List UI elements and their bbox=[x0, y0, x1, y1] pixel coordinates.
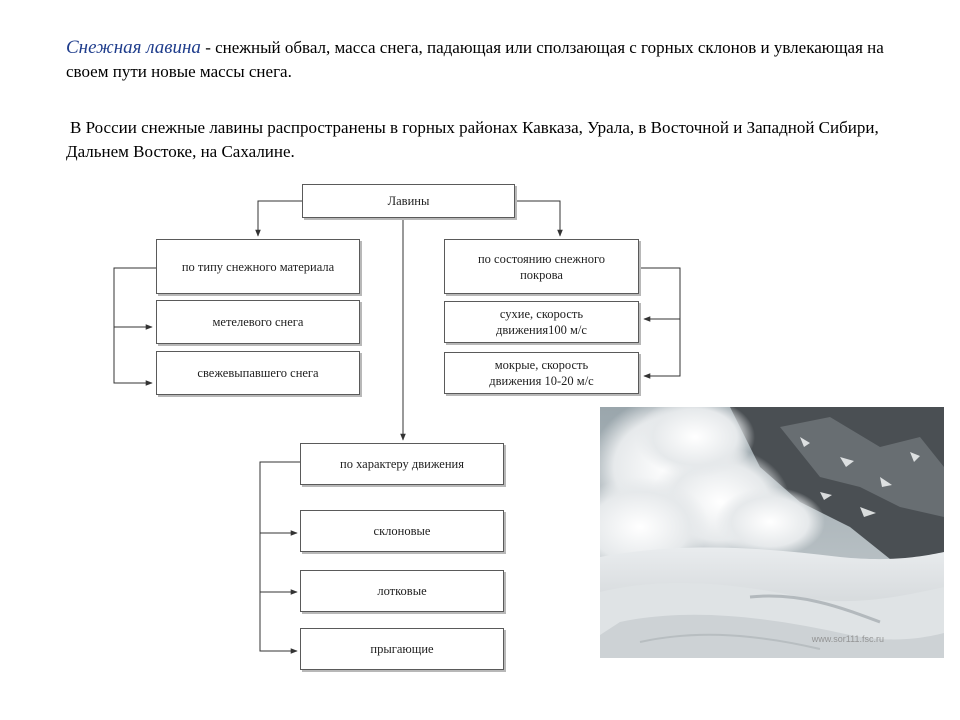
material-fresh-box: свежевыпавшего снега bbox=[156, 351, 360, 395]
avalanche-term: Снежная лавина bbox=[66, 37, 201, 58]
definition-paragraph: Снежная лавина - снежный обвал, масса сн… bbox=[66, 36, 896, 84]
photo-watermark: www.sor111.fsc.ru bbox=[811, 634, 884, 644]
motion-slope-label: склоновые bbox=[373, 524, 431, 538]
motion-slope-box: склоновые bbox=[300, 510, 504, 552]
material-blizzard-box: метелевого снега bbox=[156, 300, 360, 344]
diagram-root-box: Лавины bbox=[302, 184, 515, 218]
category-material-box: по типу снежного материала bbox=[156, 239, 360, 294]
category-cover-box: по состоянию снежного покрова bbox=[444, 239, 639, 294]
cover-wet-label: мокрые, скорость движения 10-20 м/с bbox=[489, 358, 594, 388]
category-material-label: по типу снежного материала bbox=[181, 259, 335, 274]
category-cover-label: по состоянию снежного покрова bbox=[477, 251, 606, 282]
material-fresh-label: свежевыпавшего снега bbox=[197, 366, 319, 380]
definition-text: - снежный обвал, масса снега, падающая и… bbox=[66, 38, 884, 81]
cover-wet-box: мокрые, скорость движения 10-20 м/с bbox=[444, 352, 639, 394]
motion-jumping-box: прыгающие bbox=[300, 628, 504, 670]
avalanche-photo: www.sor111.fsc.ru bbox=[600, 407, 944, 658]
motion-gully-box: лотковые bbox=[300, 570, 504, 612]
category-motion-box: по характеру движения bbox=[300, 443, 504, 485]
category-motion-label: по характеру движения bbox=[340, 457, 464, 471]
motion-gully-label: лотковые bbox=[377, 584, 427, 598]
cover-dry-box: сухие, скорость движения100 м/с bbox=[444, 301, 639, 343]
motion-jumping-label: прыгающие bbox=[370, 642, 434, 656]
cover-dry-label: сухие, скорость движения100 м/с bbox=[496, 307, 587, 337]
distribution-text: В России снежные лавины распространены в… bbox=[66, 118, 879, 161]
material-blizzard-label: метелевого снега bbox=[212, 315, 304, 329]
distribution-paragraph: В России снежные лавины распространены в… bbox=[66, 116, 896, 164]
root-label: Лавины bbox=[387, 194, 430, 208]
